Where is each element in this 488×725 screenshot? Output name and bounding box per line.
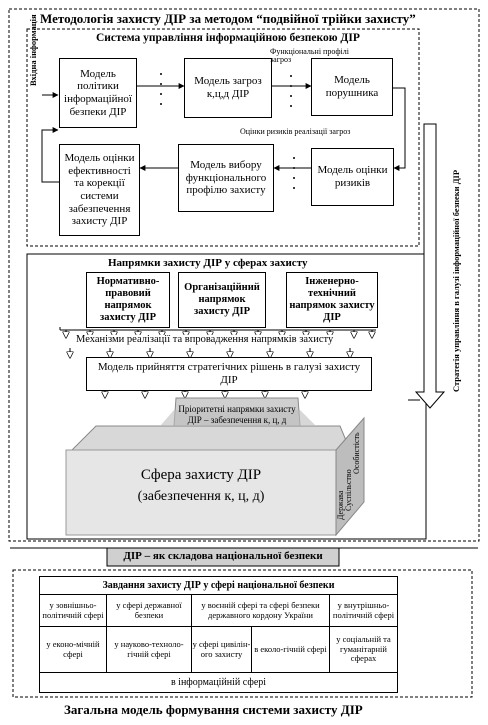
task-foreign: у зовнішньо-політичній сфері [40,595,107,627]
platform-front [65,449,337,536]
task-domestic: у внутрішньо-політичній сфері [330,595,398,627]
side-society: Суспільство [344,469,353,511]
mechanisms-label: Механізми реалізації та впровадження нап… [76,334,334,346]
decision-box: Модель прийняття стратегічних рішень в г… [86,357,372,391]
task-military: у воєнній сфері та сфері безпеки державн… [192,595,330,627]
task-ecology: в еколо-гічній сфері [252,627,330,673]
model-efficiency: Модель оцінки ефективності та корекції с… [59,144,140,236]
task-scitech: у науково-техноло-гічній сфері [107,627,192,673]
priority-label: Пріоритетні напрямки захисту ДІР – забез… [178,404,296,425]
arrow-feedback [41,127,59,183]
main-title: Методологія захисту ДІР за методом “подв… [40,11,416,26]
decision-arrows [70,348,350,358]
model-risk: Модель оцінки ризиків [311,148,394,206]
direction-normative: Нормативно-правовий напрямок захисту ДІР [86,272,170,328]
func-profile-label: Функціональні профілі загроз [270,47,349,64]
task-civil: у сфері цивілін-ого захисту [192,627,252,673]
arrow-violator-risk [393,87,406,171]
task-information: в інформаційній сфері [40,673,398,693]
direction-organizational: Організаційний напрямок захисту ДІР [178,272,266,328]
platform-side [335,416,365,537]
decision-down-arrows [105,391,305,398]
direction-connectors [59,327,376,331]
ims-dashed-frame [26,28,420,247]
platform-top [70,425,351,451]
risk-label: Оцінки ризиків реалізації загроз [240,127,351,136]
outer-dashed-frame [8,8,480,542]
model-threats: Модель загроз к,ц,д ДІР [184,58,272,118]
task-state-security: у сфері державної безпеки [107,595,192,627]
strategy-arrow [414,123,446,409]
tasks-dashed-frame [12,569,473,698]
side-person: Особистість [352,432,361,474]
tasks-table: Завдання захисту ДІР у сфері національно… [39,576,398,693]
direction-engineering: Інженерно-технічний напрямок захисту ДІР [286,272,378,328]
strategy-label: Стратегія управління в галузі інформацій… [451,169,461,392]
component-box-shadow [106,547,340,567]
task-social: у соціальній та гуманітарній сферах [330,627,398,673]
model-violator: Модель порушника [311,58,393,116]
tasks-title: Завдання захисту ДІР у сфері національно… [40,577,398,595]
footer-title: Загальна модель формування системи захис… [64,702,363,717]
ims-title: Система управління інформаційною безпеко… [96,32,360,44]
sphere-sub: (забезпечення к, ц, д) [137,489,265,504]
component-label: ДІР – як складова національної безпеки [123,550,323,562]
ims-dotted-separators [160,73,295,189]
sphere-main: Сфера захисту ДІР [140,467,262,483]
task-economic: у еконо-мічній сфері [40,627,107,673]
directions-title: Напрямки захисту ДІР у сферах захисту [108,257,308,269]
priority-bevel [160,410,316,426]
model-profile-choice: Модель вибору функціонального профілю за… [178,144,274,212]
input-label: Вхідна інформація [28,14,38,86]
model-policy: Модель політики інформаційної безпеки ДІ… [59,58,137,128]
